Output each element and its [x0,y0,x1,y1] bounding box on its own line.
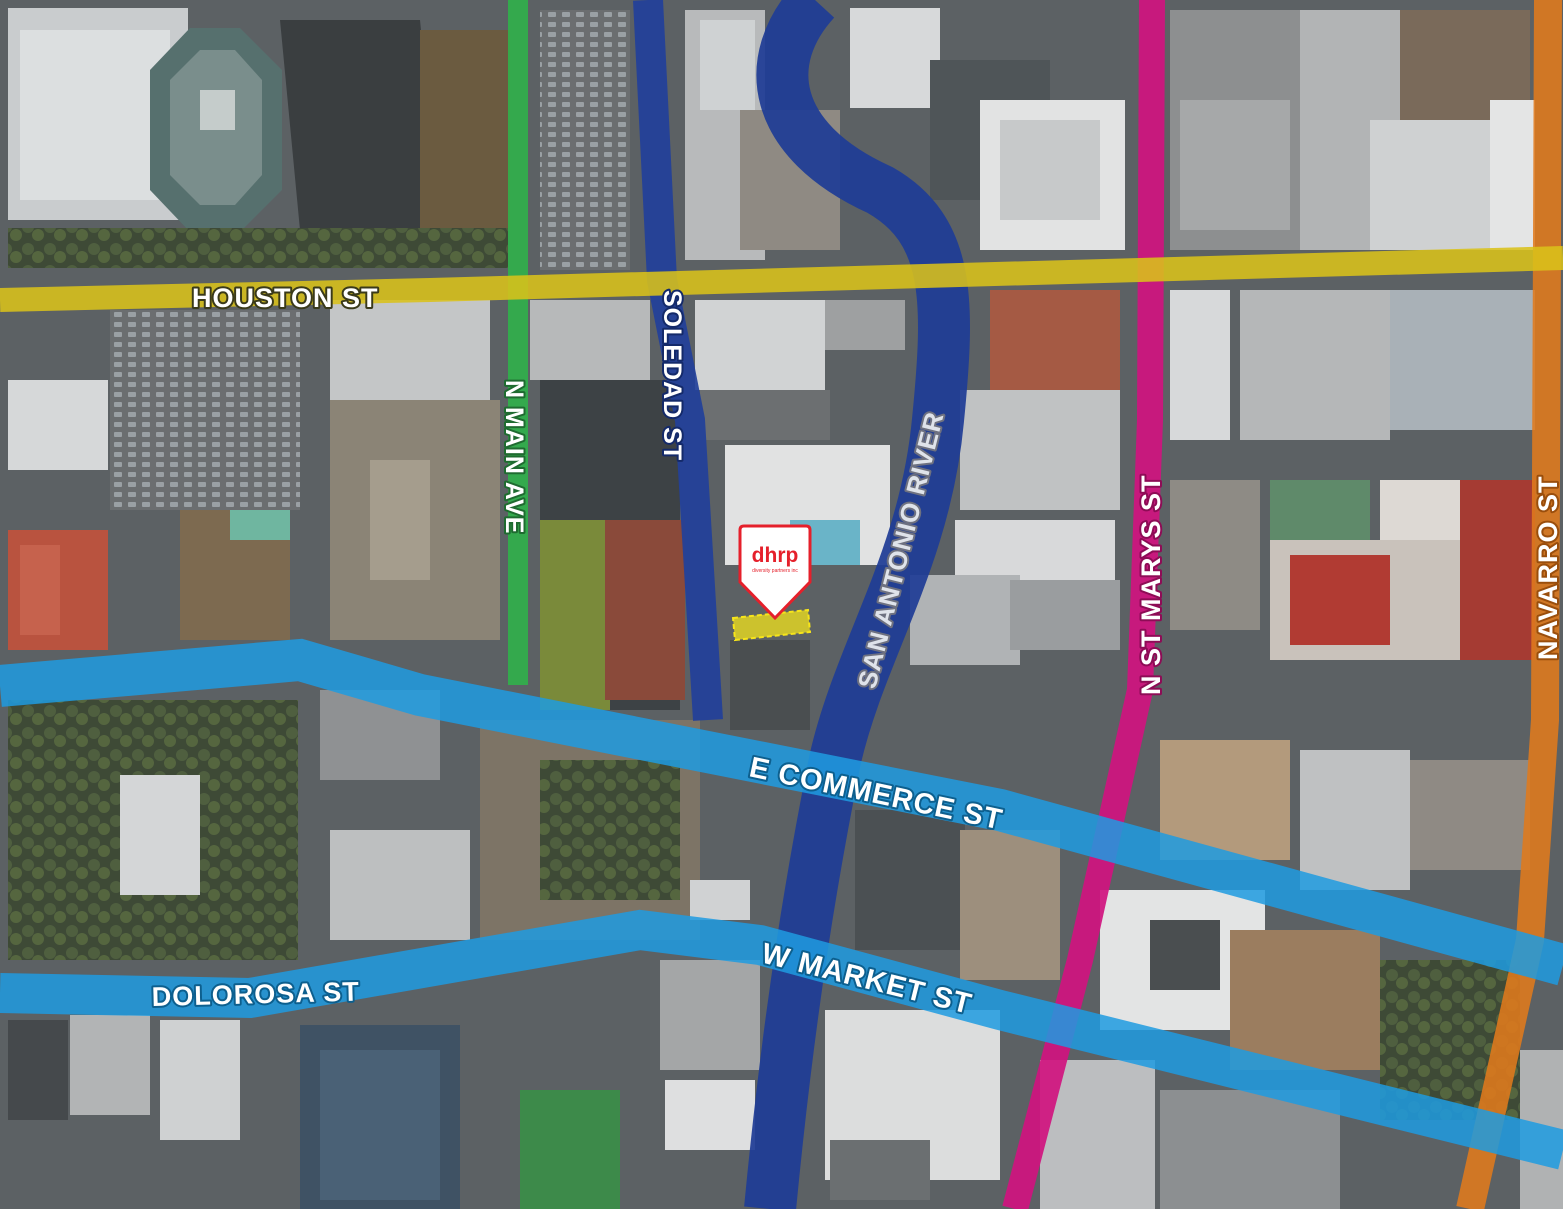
street-dolorosa-market [0,909,1563,1170]
location-pin-icon[interactable] [738,524,812,621]
marker-logo-tagline: diversity partners inc [752,568,798,574]
street-soledad [633,0,723,721]
river-san-antonio [744,0,970,1209]
label-n-st-marys-st: N ST MARYS ST [1136,474,1166,695]
label-soledad-st: SOLEDAD ST [658,290,686,461]
label-navarro-st: NAVARRO ST [1533,476,1563,661]
street-houston [0,246,1563,312]
marker-logo-text: dhrp [752,544,799,567]
site-marker[interactable]: dhrp diversity partners inc [738,524,812,621]
street-e-commerce [0,638,1563,986]
label-houston-st: HOUSTON ST [192,283,379,313]
street-navarro [1456,0,1562,1209]
label-n-main-ave: N MAIN AVE [500,380,528,534]
label-dolorosa-st: DOLOROSA ST [151,977,360,1012]
site-parcel[interactable] [731,608,812,642]
